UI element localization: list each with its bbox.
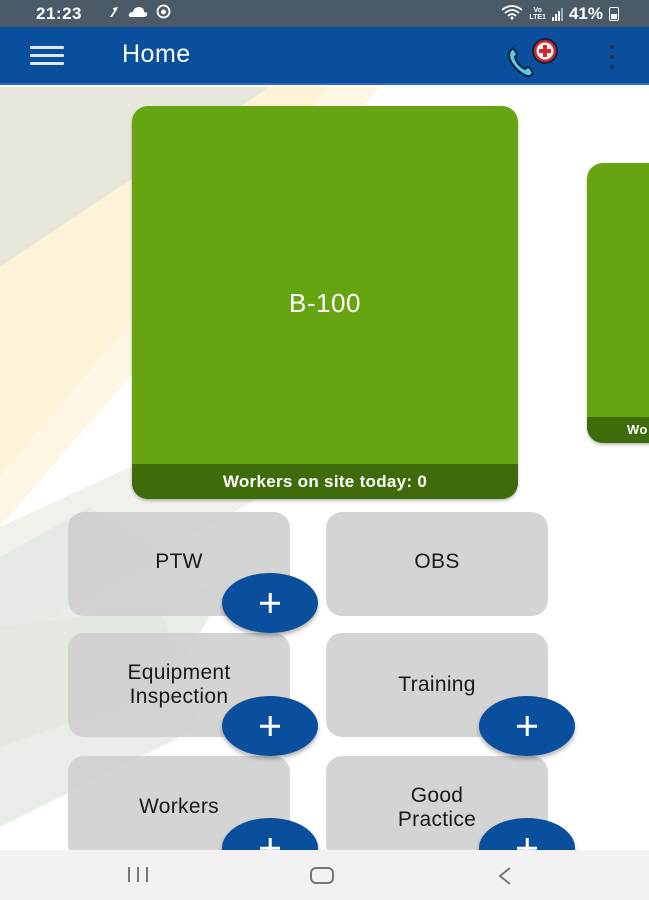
tile-label-line-2: Practice xyxy=(397,808,477,831)
notification-icon xyxy=(108,5,120,21)
site-card-b100[interactable]: B-100 Workers on site today: 0 xyxy=(132,106,518,499)
site-card-next[interactable]: Wo xyxy=(587,163,649,443)
add-training-button[interactable] xyxy=(479,696,575,756)
sync-icon xyxy=(156,4,171,22)
system-nav-bar xyxy=(0,850,649,900)
add-equipment-inspection-button[interactable] xyxy=(222,696,318,756)
tile-label: PTW xyxy=(155,550,203,573)
wifi-icon xyxy=(501,5,523,23)
home-icon[interactable] xyxy=(310,867,334,884)
tile-label: Workers xyxy=(139,795,219,818)
workers-on-site-count: Workers on site today: 0 xyxy=(132,464,518,499)
back-icon[interactable] xyxy=(497,867,513,885)
home-content[interactable]: B-100 Workers on site today: 0 Wo PTW OB… xyxy=(0,87,649,850)
emergency-call-icon xyxy=(508,38,558,78)
tile-label-line-1: Equipment xyxy=(127,661,231,684)
recent-apps-icon[interactable] xyxy=(128,867,148,882)
status-left-icons xyxy=(108,4,171,22)
tile-label-line-2: Inspection xyxy=(129,685,229,708)
signal-icon xyxy=(551,7,563,21)
tile-label: OBS xyxy=(414,550,460,573)
add-ptw-button[interactable] xyxy=(222,573,318,633)
site-card-name: B-100 xyxy=(289,288,361,318)
emergency-call-button[interactable] xyxy=(503,36,563,78)
app-bar: Home xyxy=(0,27,649,85)
cloud-icon xyxy=(128,5,148,21)
more-vert-icon[interactable] xyxy=(605,45,619,69)
tile-obs[interactable]: OBS xyxy=(326,512,548,616)
tile-label: Training xyxy=(398,673,476,696)
tile-training[interactable]: Training xyxy=(326,633,548,737)
status-time: 21:23 xyxy=(36,4,82,23)
tile-label-line-1: Good xyxy=(410,784,464,807)
hamburger-menu-icon[interactable] xyxy=(30,46,64,68)
workers-on-site-count: Wo xyxy=(587,417,649,443)
battery-icon xyxy=(609,7,619,21)
battery-percent: 41% xyxy=(568,4,603,23)
page-title: Home xyxy=(122,40,191,68)
